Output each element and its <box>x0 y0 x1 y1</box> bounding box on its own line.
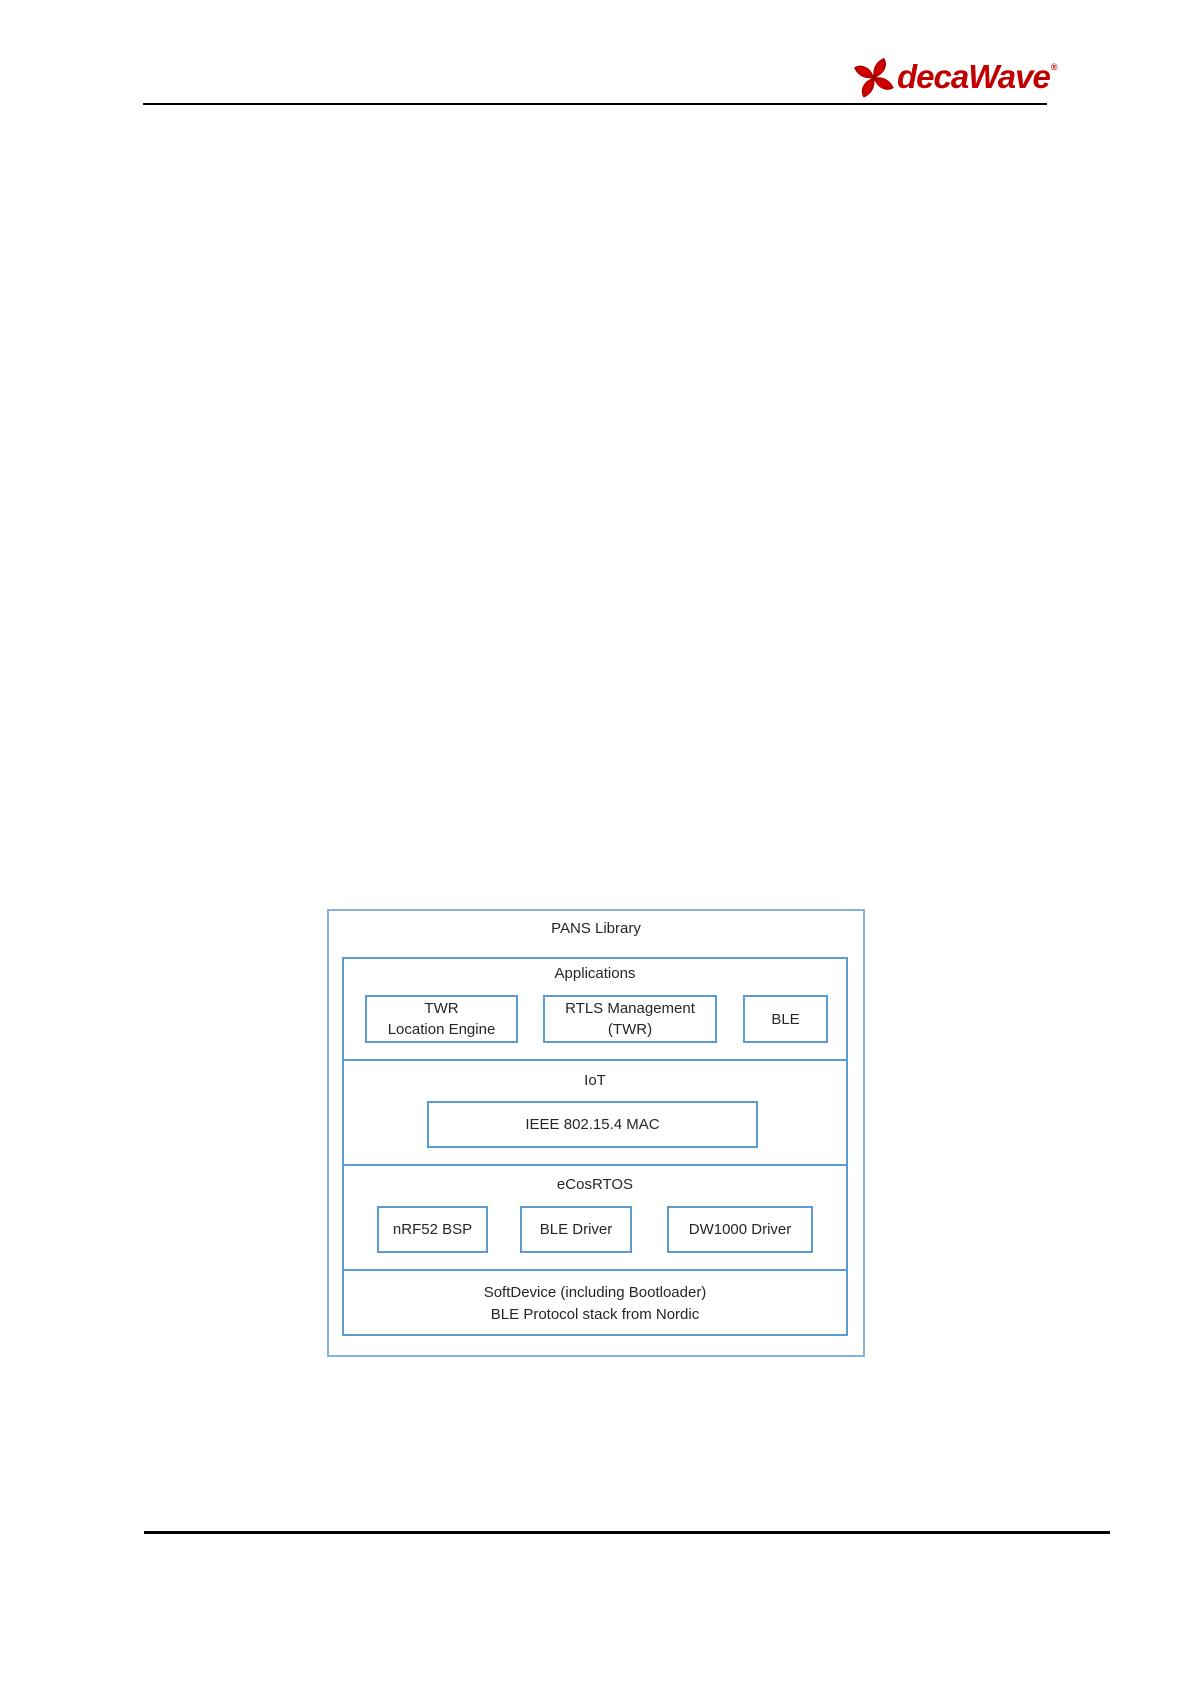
decawave-logo: decaWave ® <box>851 50 1058 102</box>
box-ble: BLE <box>743 995 828 1043</box>
pans-library-outer-box <box>327 909 865 1357</box>
nrf52-bsp-label: nRF52 BSP <box>392 1221 473 1238</box>
twr-line1: TWR <box>424 1000 459 1017</box>
box-rtls-management: RTLS Management (TWR) <box>543 995 717 1043</box>
diagram-title: PANS Library <box>551 920 641 937</box>
rtls-line1: RTLS Management <box>565 1000 695 1017</box>
softdevice-line2: BLE Protocol stack from Nordic <box>490 1306 700 1323</box>
pinwheel-icon <box>854 57 894 98</box>
softdevice-line1: SoftDevice (including Bootloader) <box>483 1284 707 1301</box>
box-dw1000-driver: DW1000 Driver <box>667 1206 813 1253</box>
twr-line2: Location Engine <box>387 1021 496 1038</box>
rtls-line2: (TWR) <box>607 1021 653 1038</box>
footer-rule <box>144 1531 1110 1534</box>
ble-label: BLE <box>771 1010 800 1028</box>
box-ieee-802-15-4-mac: IEEE 802.15.4 MAC <box>427 1101 758 1148</box>
ecosrtos-label: eCosRTOS <box>556 1176 634 1193</box>
applications-label: Applications <box>554 965 636 982</box>
logo-wordmark: decaWave <box>897 58 1051 95</box>
box-ble-driver: BLE Driver <box>520 1206 632 1253</box>
iot-label: IoT <box>584 1072 606 1089</box>
dw1000-driver-label: DW1000 Driver <box>688 1221 792 1238</box>
ble-driver-label: BLE Driver <box>539 1221 613 1238</box>
mac-label: IEEE 802.15.4 MAC <box>525 1116 660 1133</box>
box-nrf52-bsp: nRF52 BSP <box>377 1206 488 1253</box>
box-twr-location-engine: TWR Location Engine <box>365 995 518 1043</box>
layer-softdevice: SoftDevice (including Bootloader) BLE Pr… <box>342 1269 848 1336</box>
header-rule <box>143 103 1047 105</box>
registered-trademark-icon: ® <box>1050 62 1058 72</box>
